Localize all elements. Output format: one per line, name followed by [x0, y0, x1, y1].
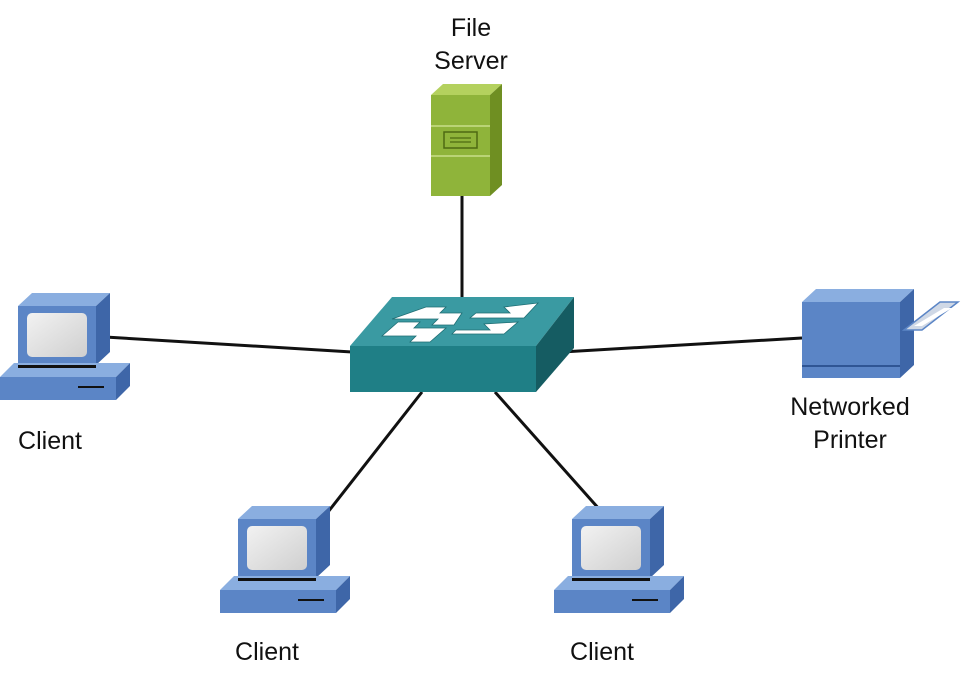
printer-label-line-1: Networked	[790, 393, 910, 421]
link-printer-switch	[561, 336, 803, 354]
printer-label-line-2: Printer	[813, 426, 887, 454]
link-client-br-switch	[493, 391, 602, 511]
printer-label: Networked Printer	[770, 391, 930, 457]
link-client-left-switch	[104, 335, 353, 354]
file-server-label-line-1: File	[450, 14, 492, 42]
link-client-bl-switch	[326, 391, 424, 513]
file-server-icon	[431, 84, 502, 196]
network-links	[104, 196, 803, 513]
client-bottom-left-computer-icon	[220, 506, 350, 613]
printer-icon	[802, 289, 961, 378]
client-left-label: Client	[18, 427, 82, 455]
file-server-label: File Server	[391, 12, 551, 78]
client-left-computer-icon	[0, 293, 130, 400]
switch-icon	[350, 297, 574, 392]
client-bottom-right-computer-icon	[554, 506, 684, 613]
client-bottom-left-label: Client	[235, 638, 299, 666]
file-server-label-line-2: Server	[434, 47, 508, 75]
client-bottom-right-label: Client	[570, 638, 634, 666]
